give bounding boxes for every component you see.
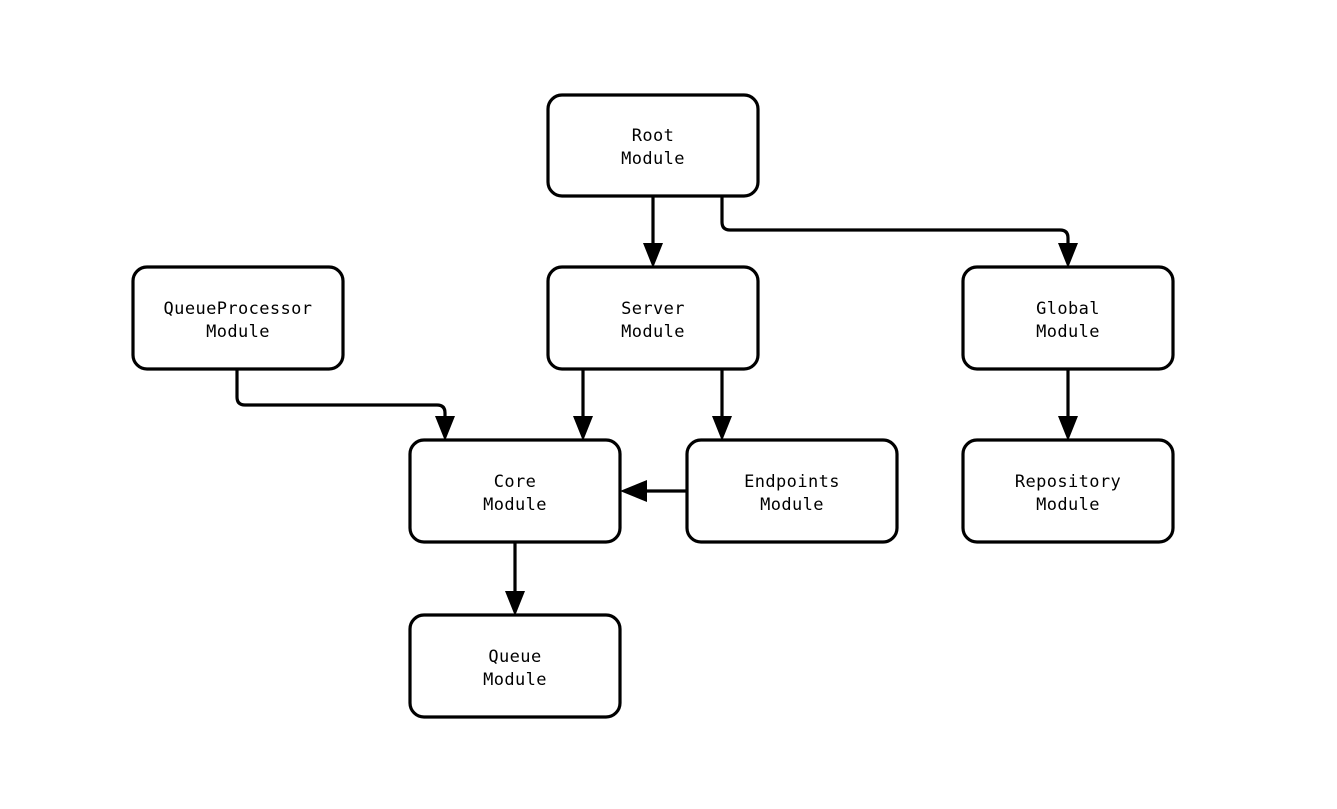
edge-core-queue <box>505 542 525 616</box>
node-queueprocessor-box[interactable] <box>131 265 345 371</box>
node-queueprocessor-label-line2: Module <box>206 322 270 342</box>
edge-server-core <box>573 369 593 441</box>
node-queueprocessor[interactable]: QueueProcessor Module <box>131 265 345 371</box>
node-server-box[interactable] <box>546 265 760 371</box>
node-queue[interactable]: Queue Module <box>408 613 622 719</box>
edge-root-global-line <box>720 196 1070 253</box>
node-endpoints[interactable]: Endpoints Module <box>685 438 899 544</box>
edge-root-server-arrowhead <box>643 243 663 268</box>
node-root-box[interactable] <box>546 93 760 198</box>
node-endpoints-label-line1: Endpoints <box>744 472 840 492</box>
edge-queueprocessor-core-arrowhead <box>435 416 455 441</box>
node-core[interactable]: Core Module <box>408 438 622 544</box>
edge-root-server <box>643 196 663 268</box>
edge-queueprocessor-core-line <box>235 369 447 426</box>
node-repository-label-line2: Module <box>1036 495 1100 515</box>
node-server-label-line1: Server <box>621 299 685 319</box>
node-queueprocessor-label-line1: QueueProcessor <box>164 299 313 319</box>
node-core-label-line2: Module <box>483 495 547 515</box>
edge-server-endpoints <box>712 369 732 441</box>
node-global-label-line2: Module <box>1036 322 1100 342</box>
node-layer: Root Module QueueProcessor Module Server… <box>131 93 1175 719</box>
node-endpoints-label-line2: Module <box>760 495 824 515</box>
node-queue-label-line1: Queue <box>488 647 541 667</box>
edge-queueprocessor-core <box>235 369 455 441</box>
node-server-label-line2: Module <box>621 322 685 342</box>
edge-server-core-arrowhead <box>573 416 593 441</box>
node-core-box[interactable] <box>408 438 622 544</box>
edge-layer <box>235 196 1078 616</box>
node-global-label-line1: Global <box>1036 299 1100 319</box>
node-repository-box[interactable] <box>961 438 1175 544</box>
edge-global-repository <box>1058 369 1078 441</box>
node-global[interactable]: Global Module <box>961 265 1175 371</box>
node-repository-label-line1: Repository <box>1015 472 1121 492</box>
edge-endpoints-core <box>620 480 687 502</box>
node-queue-box[interactable] <box>408 613 622 719</box>
node-root[interactable]: Root Module <box>546 93 760 198</box>
node-root-label-line2: Module <box>621 149 685 169</box>
node-queue-label-line2: Module <box>483 670 547 690</box>
edge-root-global-arrowhead <box>1058 243 1078 268</box>
node-repository[interactable]: Repository Module <box>961 438 1175 544</box>
node-root-label-line1: Root <box>632 126 675 146</box>
edge-core-queue-arrowhead <box>505 591 525 616</box>
edge-endpoints-core-arrowhead <box>620 480 647 502</box>
node-global-box[interactable] <box>961 265 1175 371</box>
edge-server-endpoints-arrowhead <box>712 416 732 441</box>
edge-root-global <box>720 196 1078 268</box>
node-core-label-line1: Core <box>494 472 537 492</box>
edge-global-repository-arrowhead <box>1058 416 1078 441</box>
node-endpoints-box[interactable] <box>685 438 899 544</box>
node-server[interactable]: Server Module <box>546 265 760 371</box>
